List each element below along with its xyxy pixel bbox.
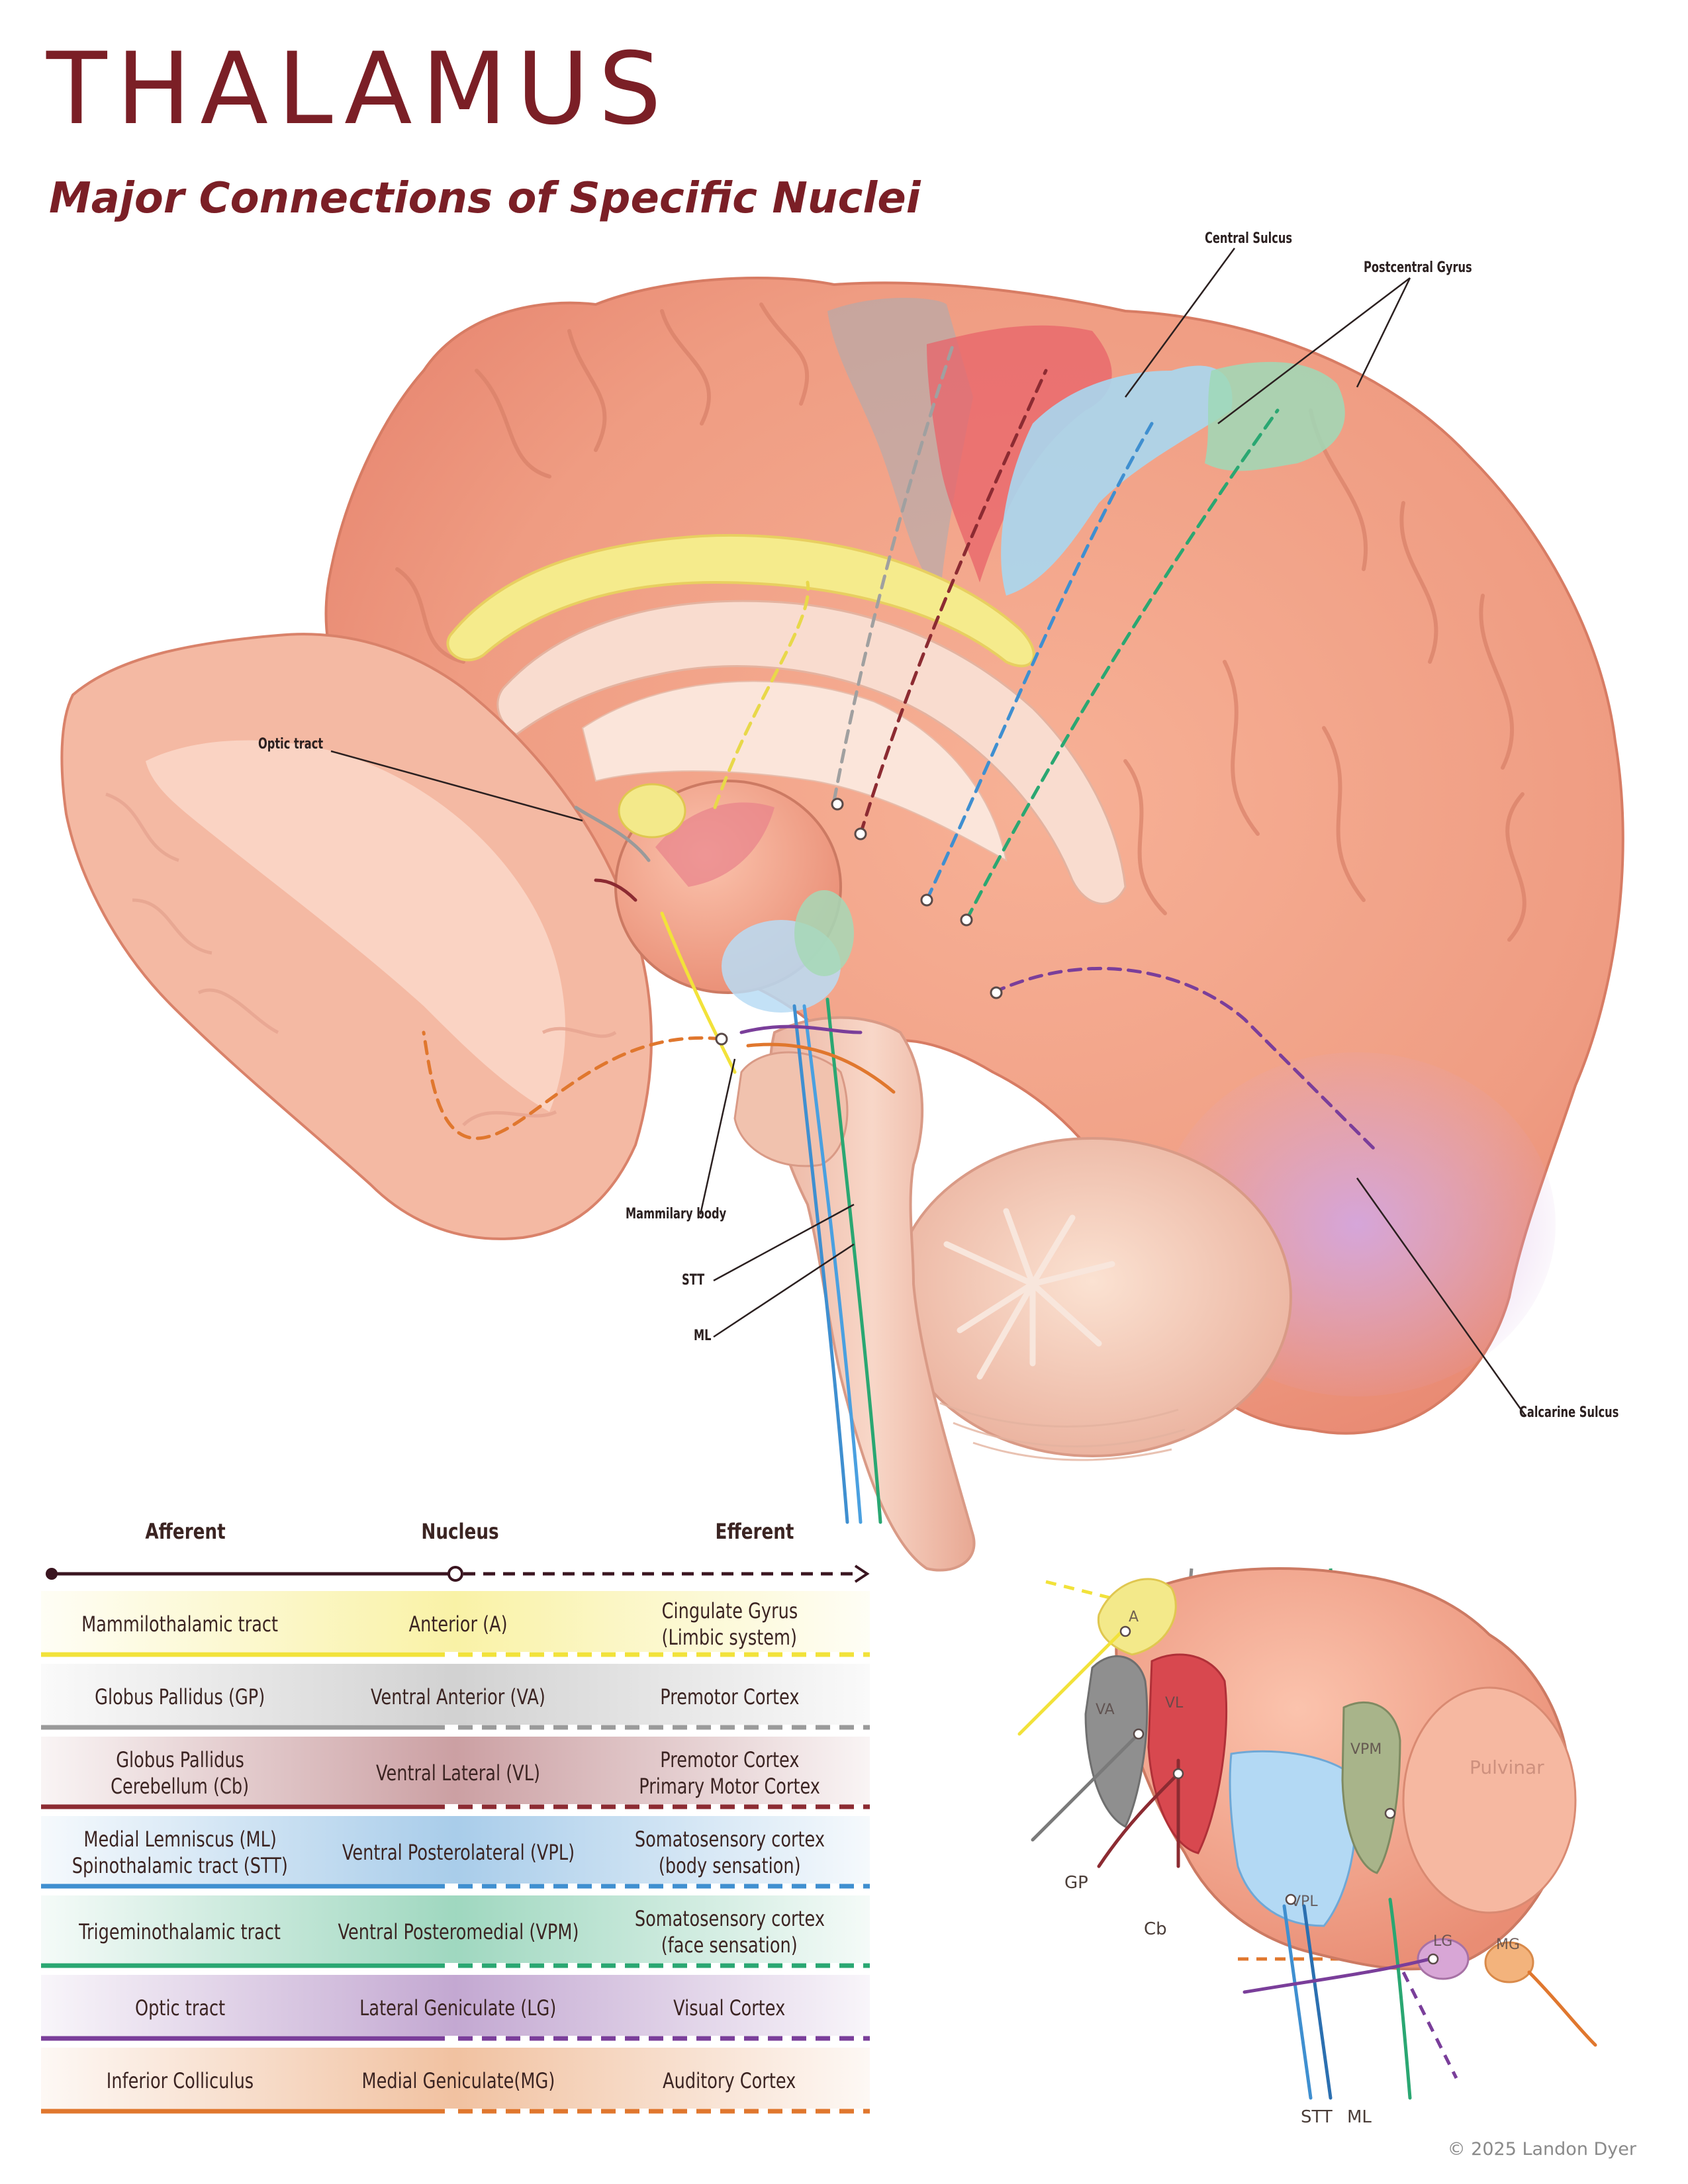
svg-text:VA: VA (1096, 1702, 1115, 1718)
label-mammilary-body: Mammilary body (626, 1206, 727, 1222)
copyright: © 2025 Landon Dyer (1447, 2139, 1636, 2160)
nucleus-vpl (1229, 1750, 1357, 1927)
legend-efferent: Somatosensory cortex(body sensation) (634, 1827, 825, 1878)
legend-row-vpm: Trigeminothalamic tract Ventral Posterom… (41, 1895, 870, 1968)
mg-efferent (422, 1030, 724, 1140)
inset-label-stt: STT (1301, 2107, 1333, 2127)
label-calcarine-sulcus: Calcarine Sulcus (1519, 1404, 1619, 1421)
legend-afferent: Globus Pallidus (GP) (95, 1684, 265, 1709)
label-stt: STT (682, 1272, 705, 1289)
legend-row-ventral-anterior: Globus Pallidus (GP) Ventral Anterior (V… (41, 1664, 870, 1730)
legend-efferent: Visual Cortex (673, 1995, 786, 2021)
thalamus-inset: A VA VL VPM VPL Pulvinar LG MG (1017, 1567, 1597, 2100)
legend-row-anterior: Mammilothalamic tract Anterior (A) Cingu… (41, 1591, 870, 1657)
legend-row-background (41, 1895, 870, 1968)
nucleus-vl (1147, 1653, 1228, 1854)
legend-nucleus: Lateral Geniculate (LG) (359, 1995, 557, 2021)
svg-text:VL: VL (1165, 1695, 1184, 1711)
vl-efferent (859, 369, 1048, 836)
legend-efferent: Cingulate Gyrus(Limbic system) (661, 1598, 798, 1650)
legend-nucleus: Ventral Posteromedial (VPM) (338, 1919, 579, 1944)
label-central-sulcus: Central Sulcus (1205, 230, 1293, 247)
svg-text:MG: MG (1496, 1936, 1520, 1953)
svg-text:Pulvinar: Pulvinar (1470, 1756, 1544, 1778)
somatosensory-face-region (1205, 361, 1345, 471)
legend-afferent: Optic tract (134, 1995, 226, 2021)
legend-row-background (41, 1664, 870, 1730)
legend-nucleus: Ventral Anterior (VA) (371, 1684, 545, 1709)
legend-axis (46, 1565, 870, 1583)
label-optic-tract: Optic tract (258, 736, 324, 752)
legend-row-background (41, 1591, 870, 1657)
somatosensory-body-region (1001, 365, 1233, 596)
label-postcentral-gyrus: Postcentral Gyrus (1364, 259, 1472, 276)
inset-label-cb: Cb (1144, 1919, 1167, 1939)
legend-afferent: Trigeminothalamic tract (79, 1919, 281, 1944)
legend-row-background (41, 1737, 870, 1809)
corpus-callosum (496, 600, 1127, 905)
svg-text:LG: LG (1433, 1933, 1452, 1950)
nucleus-vpm (1341, 1701, 1401, 1874)
svg-text:A: A (1129, 1609, 1139, 1625)
legend-row-background (41, 2048, 870, 2114)
inset-label-gp: GP (1064, 1873, 1088, 1893)
legend-header-efferent: Efferent (715, 1519, 794, 1544)
inset-label-ml: ML (1347, 2107, 1372, 2127)
legend-row-medial-geniculate: Inferior Colliculus Medial Geniculate(MG… (41, 2048, 870, 2114)
legend-row-vpl: Medial Lemniscus (ML)Spinothalamic tract… (41, 1816, 870, 1889)
primary-motor-cortex-region (927, 325, 1112, 582)
legend-efferent: Auditory Cortex (663, 2068, 796, 2093)
legend-row-background (41, 1816, 870, 1889)
va-efferent (832, 342, 955, 803)
lg-efferent (991, 966, 1379, 1154)
anterior-efferent (713, 580, 810, 809)
page-subtitle: Major Connections of Specific Nuclei (49, 174, 921, 223)
vpm-efferent (964, 408, 1280, 922)
legend-efferent: Somatosensory cortex(face sensation) (634, 1906, 825, 1958)
nucleus-mg (1484, 1941, 1534, 1983)
legend-nucleus: Ventral Lateral (VL) (376, 1760, 540, 1786)
legend-row-background (41, 1975, 870, 2041)
legend-afferent: Medial Lemniscus (ML)Spinothalamic tract… (71, 1827, 289, 1878)
legend-nucleus: Anterior (A) (408, 1612, 508, 1637)
legend-row-lateral-geniculate: Optic tract Lateral Geniculate (LG) Visu… (41, 1975, 870, 2041)
legend-nucleus: Ventral Posterolateral (VPL) (342, 1840, 575, 1865)
vpl-efferent (925, 422, 1154, 902)
legend-afferent: Inferior Colliculus (106, 2068, 254, 2093)
page-title: THALAMUS (46, 32, 671, 147)
nucleus-va (1084, 1655, 1149, 1829)
legend-header-nucleus: Nucleus (421, 1519, 499, 1544)
label-ml: ML (694, 1328, 712, 1344)
legend-efferent: Premotor Cortex (659, 1684, 800, 1709)
legend-header-afferent: Afferent (145, 1519, 226, 1544)
svg-text:VPM: VPM (1350, 1741, 1382, 1758)
pulvinar (1402, 1686, 1577, 1914)
nucleus-lg (1417, 1938, 1470, 1980)
legend-nucleus: Medial Geniculate(MG) (361, 2068, 555, 2093)
legend-afferent: Mammilothalamic tract (81, 1612, 279, 1637)
